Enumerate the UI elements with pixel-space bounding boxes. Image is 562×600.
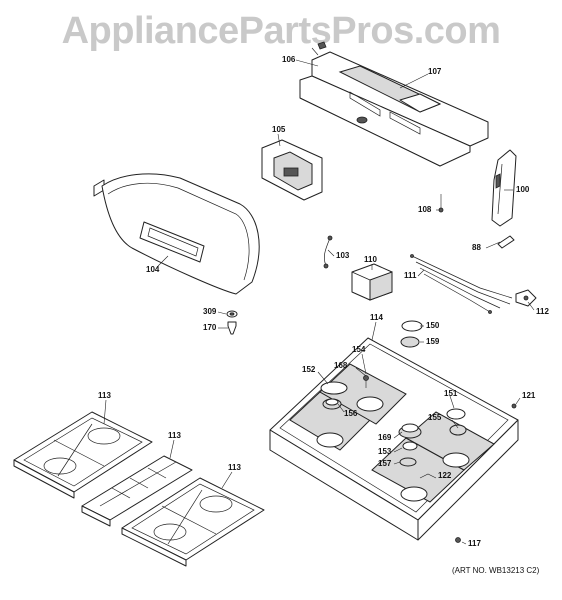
callout-155: 155 <box>428 413 442 422</box>
burner-151-cap-part <box>446 408 467 436</box>
control-panel-back-part <box>299 41 489 167</box>
leader-lines <box>103 59 535 545</box>
callout-113-right: 113 <box>228 463 241 472</box>
switch-112-part <box>515 289 537 307</box>
callout-150: 150 <box>426 321 440 330</box>
callout-168: 168 <box>334 361 348 370</box>
callout-107: 107 <box>428 67 442 76</box>
burner-156-head-part <box>322 398 342 410</box>
callout-309: 309 <box>203 307 217 316</box>
callout-113-left: 113 <box>98 391 111 400</box>
callout-100: 100 <box>516 185 530 194</box>
igniter-wires-part <box>410 254 513 314</box>
callout-159: 159 <box>426 337 440 346</box>
callout-108: 108 <box>418 205 432 214</box>
spark-module-part <box>351 263 393 301</box>
grate-right-part <box>121 477 265 567</box>
callout-121: 121 <box>522 391 536 400</box>
grate-left-part <box>13 411 153 499</box>
callout-111: 111 <box>404 271 417 280</box>
callout-169: 169 <box>378 433 392 442</box>
electrode-168-part <box>363 375 369 388</box>
callout-88: 88 <box>472 243 481 252</box>
callout-151: 151 <box>444 389 458 398</box>
callout-157: 157 <box>378 459 392 468</box>
console-front-panel-part <box>93 173 260 295</box>
valve-stem-part <box>226 310 238 335</box>
callout-114: 114 <box>370 313 383 322</box>
callout-110: 110 <box>364 255 377 264</box>
callout-106: 106 <box>282 55 296 64</box>
grate-center-part <box>81 455 193 527</box>
art-number: (ART NO. WB13213 C2) <box>452 566 540 575</box>
callout-105: 105 <box>272 125 286 134</box>
callout-170: 170 <box>203 323 217 332</box>
callout-117: 117 <box>468 539 481 548</box>
watermark: AppliancePartsPros.com <box>61 10 501 52</box>
screw-121-part <box>511 403 517 409</box>
control-board-part <box>261 139 323 201</box>
burner-152-cap-part <box>320 381 348 395</box>
wire-harness-103-part <box>323 235 333 269</box>
callout-154: 154 <box>352 345 366 354</box>
callout-104: 104 <box>146 265 160 274</box>
screw-117-part <box>455 537 461 543</box>
callout-153: 153 <box>378 447 392 456</box>
clip-88-part <box>497 235 515 249</box>
callout-113-center: 113 <box>168 431 181 440</box>
burner-150-cap-part <box>400 320 423 348</box>
callout-156: 156 <box>344 409 358 418</box>
callout-152: 152 <box>302 365 316 374</box>
callout-103: 103 <box>336 251 350 260</box>
callout-112: 112 <box>536 307 549 316</box>
callout-122: 122 <box>438 471 452 480</box>
screw-108-part <box>438 194 444 213</box>
side-trim-part <box>491 149 517 227</box>
